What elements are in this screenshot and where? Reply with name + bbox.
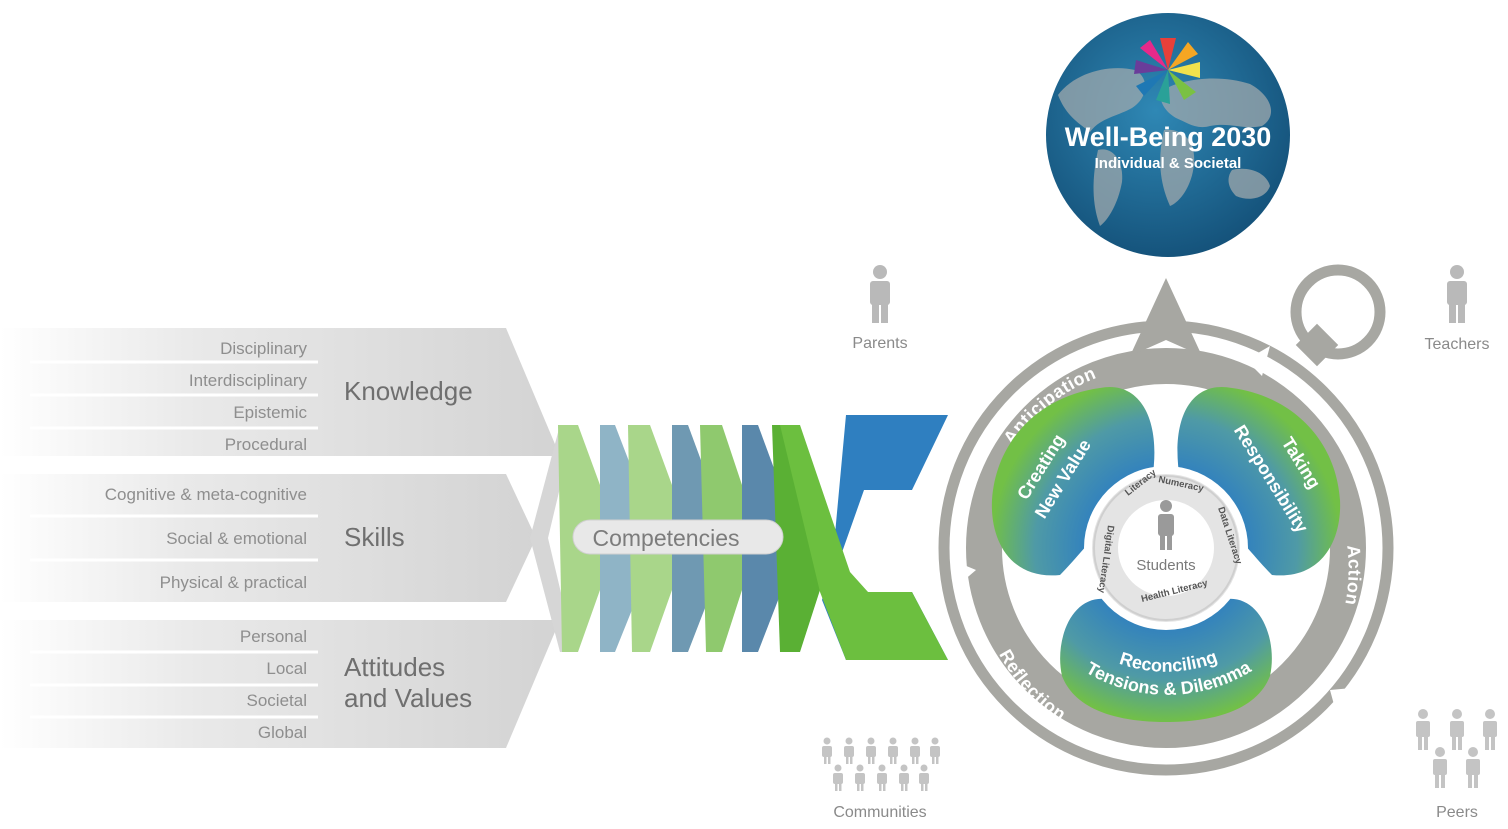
globe-title: Well-Being 2030 bbox=[1065, 122, 1272, 152]
action-label: Action bbox=[1341, 544, 1364, 607]
parents-person-icon bbox=[870, 265, 890, 323]
competencies-label: Competencies bbox=[592, 525, 739, 551]
teachers-person-icon bbox=[1447, 265, 1467, 323]
attitudes-item-societal: Societal bbox=[247, 691, 307, 710]
world-map bbox=[1058, 68, 1272, 226]
peers-group-icon bbox=[1416, 709, 1497, 788]
parents-label: Parents bbox=[852, 335, 907, 352]
compass-pointer bbox=[1130, 278, 1202, 356]
knowledge-item-epistemic: Epistemic bbox=[233, 403, 307, 422]
petal-creating-new-value: Creating New Value bbox=[991, 386, 1155, 576]
skills-band: Cognitive & meta-cognitive Social & emot… bbox=[0, 474, 536, 602]
petal-taking-responsibility: Taking Responsibility bbox=[1177, 386, 1341, 576]
attitudes-item-local: Local bbox=[266, 659, 307, 678]
wellbeing-globe: Well-Being 2030 Individual & Societal bbox=[1046, 13, 1290, 257]
skills-item-physical: Physical & practical bbox=[160, 573, 307, 592]
attitudes-band: Personal Local Societal Global Attitudes… bbox=[0, 620, 560, 748]
knowledge-item-disciplinary: Disciplinary bbox=[220, 339, 307, 358]
sunburst-logo bbox=[1134, 38, 1200, 104]
attitudes-item-global: Global bbox=[258, 723, 307, 742]
communities-group-icon bbox=[822, 737, 940, 791]
skills-item-social: Social & emotional bbox=[166, 529, 307, 548]
knowledge-item-interdisciplinary: Interdisciplinary bbox=[189, 371, 308, 390]
teachers-label: Teachers bbox=[1425, 336, 1490, 353]
communities-label: Communities bbox=[833, 804, 926, 821]
student-person-icon bbox=[1158, 500, 1174, 550]
skills-label: Skills bbox=[344, 522, 405, 552]
attitudes-label-line1: Attitudes bbox=[344, 652, 445, 682]
attitudes-label-line2: and Values bbox=[344, 683, 472, 713]
globe-subtitle: Individual & Societal bbox=[1095, 155, 1242, 172]
peers-label: Peers bbox=[1436, 804, 1478, 821]
attitudes-item-personal: Personal bbox=[240, 627, 307, 646]
knowledge-item-procedural: Procedural bbox=[225, 435, 307, 454]
competency-weave: Competencies bbox=[530, 415, 948, 660]
students-label: Students bbox=[1136, 557, 1195, 574]
knowledge-band: Disciplinary Interdisciplinary Epistemic… bbox=[0, 328, 560, 456]
skills-item-cognitive: Cognitive & meta-cognitive bbox=[105, 485, 307, 504]
knowledge-label: Knowledge bbox=[344, 376, 473, 406]
